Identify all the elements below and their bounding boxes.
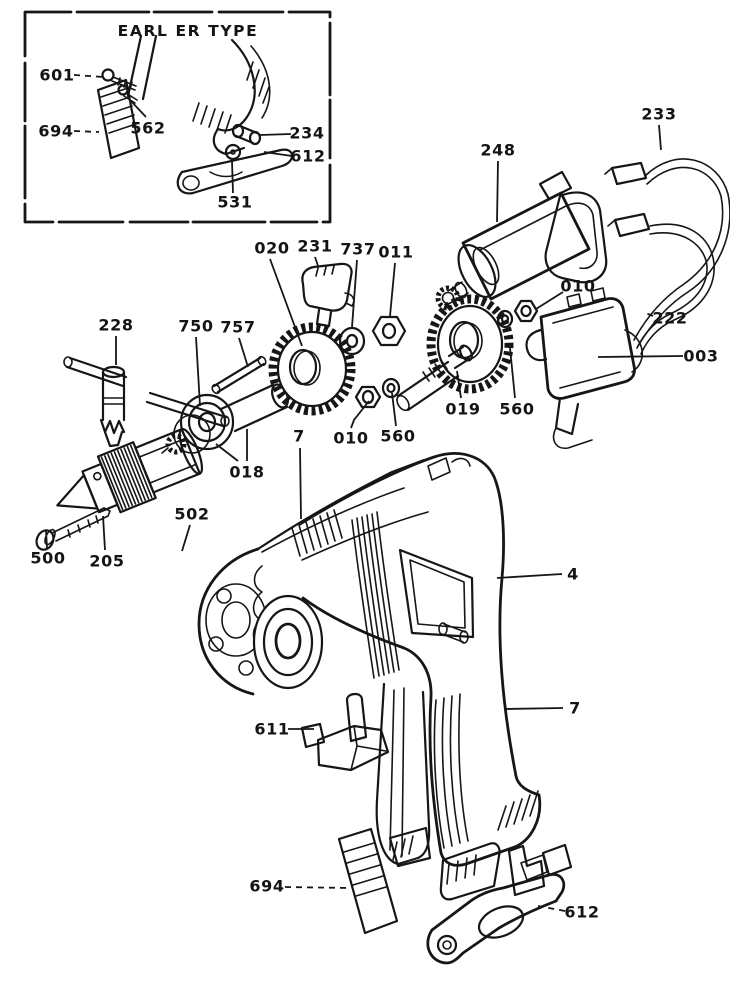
leader-line-612	[263, 151, 293, 157]
chuck-key-228-drawing	[63, 356, 230, 448]
leader-line-560	[509, 347, 516, 399]
inset-box	[23, 10, 332, 224]
housing-body-drawing	[252, 452, 546, 901]
leader-line-562	[128, 98, 147, 118]
rod-757-drawing	[211, 355, 267, 395]
switch-knob-231-drawing	[301, 262, 355, 328]
gear-020-drawing	[268, 322, 356, 416]
leader-line-248	[496, 160, 499, 223]
nut-011-drawing	[371, 315, 407, 347]
leader-line-010	[350, 400, 370, 429]
leader-line-694	[284, 886, 350, 889]
leader-line-011	[389, 262, 396, 317]
nut-washer-upper-drawing	[496, 299, 539, 329]
housing-left-shell-drawing	[197, 457, 471, 868]
leader-line-531	[231, 160, 234, 194]
inset-plate-612-drawing	[176, 143, 294, 195]
shaft-019-drawing	[396, 344, 473, 412]
inset-label-plate-694-drawing	[96, 78, 141, 160]
leader-line-4	[496, 573, 563, 579]
leader-line-010	[535, 291, 564, 310]
chuck-205-drawing	[56, 427, 204, 514]
leader-line-7	[503, 707, 564, 710]
switch-003-drawing	[525, 287, 644, 450]
motor-248-drawing	[435, 170, 608, 311]
leader-line-7	[299, 447, 302, 520]
leader-line-560	[391, 392, 397, 427]
leader-line-222	[642, 311, 654, 317]
spindle-bearing-750-018-drawing	[161, 380, 303, 455]
lever-611-drawing	[300, 692, 390, 772]
inset-cylinder-234-drawing	[231, 123, 262, 146]
leader-line-233	[658, 124, 662, 151]
wires-233-drawing	[604, 158, 730, 355]
base-plate-612-lower-drawing	[426, 843, 573, 965]
leader-line-500	[45, 530, 48, 549]
leader-line-750	[195, 336, 201, 407]
leader-line-019	[456, 370, 462, 399]
leader-line-601	[73, 74, 105, 78]
screw-500-drawing	[35, 507, 111, 551]
leader-line-694	[73, 130, 100, 133]
leader-line-502	[181, 524, 191, 552]
leader-line-003	[597, 355, 684, 358]
inset-housing-fragment-drawing	[126, 34, 271, 156]
washer-737-drawing	[338, 326, 366, 356]
leader-lines-layer	[45, 74, 684, 912]
leader-line-234	[259, 133, 292, 136]
leader-line-757	[238, 337, 249, 368]
leader-line-018	[215, 443, 239, 462]
leader-line-020	[269, 258, 303, 347]
nut-washer-lower-drawing	[354, 377, 401, 409]
leader-line-737	[351, 259, 358, 328]
leader-line-612	[537, 905, 566, 912]
leader-line-231	[314, 256, 319, 267]
leader-line-205	[102, 515, 106, 551]
spur-gear-drawing	[426, 294, 514, 394]
label-plate-694-lower-drawing	[337, 827, 399, 935]
